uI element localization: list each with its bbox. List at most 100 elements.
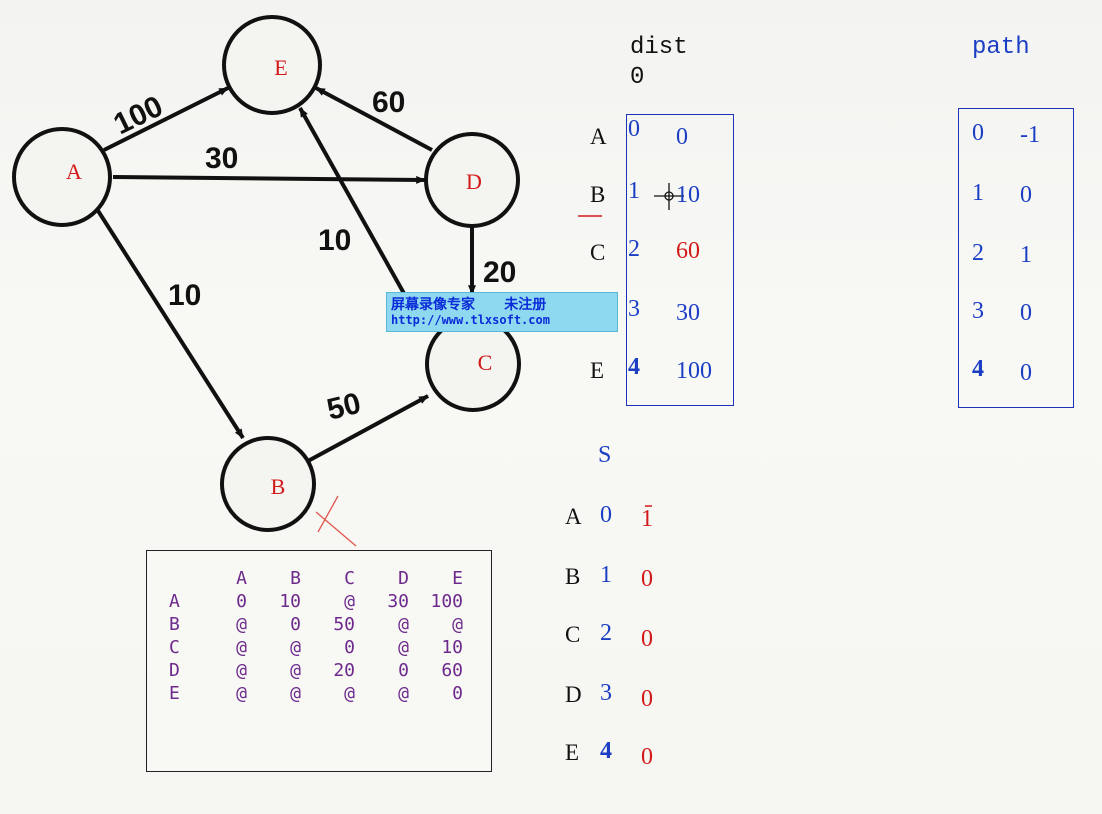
- s-row-label: A: [565, 504, 582, 529]
- s-index: 2: [600, 620, 612, 646]
- cursor-crosshair-icon: [654, 183, 684, 210]
- dist-index: 1: [628, 178, 640, 204]
- path-array-box: [958, 108, 1074, 408]
- edge-c-e: [298, 107, 422, 323]
- dist-value: 10: [676, 182, 700, 208]
- node-label-d: D: [466, 169, 482, 194]
- weight-b-c: 50: [324, 387, 364, 427]
- s-value: 0: [641, 744, 653, 770]
- dist-row-label: B: [590, 182, 606, 207]
- matrix-cell: 30: [387, 591, 409, 612]
- dist-array-box: [626, 114, 734, 406]
- matrix-cell: 20: [333, 660, 355, 681]
- path-value: -1: [1020, 122, 1040, 148]
- matrix-col-header: D: [398, 568, 409, 589]
- path-value: 0: [1020, 300, 1032, 326]
- matrix-row-header: A: [169, 591, 180, 612]
- matrix-row-header: C: [169, 637, 180, 658]
- s-row-label: C: [565, 622, 581, 647]
- matrix-cell: @: [290, 660, 301, 681]
- path-value: 0: [1020, 360, 1032, 386]
- node-e: [222, 15, 322, 115]
- matrix-cell: @: [236, 660, 247, 681]
- matrix-cell: 0: [398, 660, 409, 681]
- s-value: 0: [641, 626, 653, 652]
- node-label-b: B: [271, 474, 286, 499]
- matrix-row-header: D: [169, 660, 180, 681]
- matrix-col-header: E: [452, 568, 463, 589]
- dist-index: 2: [628, 236, 640, 262]
- matrix-cell: 0: [452, 683, 463, 704]
- path-value: 1: [1020, 242, 1032, 268]
- s-index: 3: [600, 680, 612, 706]
- matrix-cell: 0: [236, 591, 247, 612]
- matrix-cell: @: [398, 683, 409, 704]
- dist-index: 0: [628, 116, 640, 142]
- matrix-header-row: A B C D E: [169, 567, 463, 590]
- matrix-row: B @ 0 50 @ @: [169, 613, 463, 636]
- edge-d-e: [315, 86, 433, 152]
- s-title: S: [598, 442, 612, 468]
- matrix-col-header: B: [290, 568, 301, 589]
- edge-a-b: [93, 204, 245, 440]
- annotation-mark: [317, 495, 339, 533]
- node-b: [220, 436, 316, 532]
- path-title: path: [972, 34, 1030, 61]
- s-row-label: B: [565, 564, 581, 589]
- node-label-a: A: [66, 159, 82, 184]
- dist-subtitle: 0: [630, 64, 645, 91]
- s-value: 1: [641, 506, 653, 532]
- weight-c-e: 10: [318, 224, 351, 257]
- dist-index: 3: [628, 296, 640, 322]
- path-value: 0: [1020, 182, 1032, 208]
- matrix-cell: 10: [441, 637, 463, 658]
- matrix-row-header: E: [169, 683, 180, 704]
- matrix-row: A 0 10 @ 30 100: [169, 590, 463, 613]
- edge-a-e: [103, 86, 229, 152]
- path-index: 2: [972, 240, 984, 266]
- watermark-banner: 屏幕录像专家 未注册 http://www.tlxsoft.com: [386, 292, 618, 332]
- dist-index: 4: [628, 354, 640, 380]
- node-a: [12, 127, 112, 227]
- matrix-cell: @: [344, 683, 355, 704]
- matrix-cell: @: [236, 683, 247, 704]
- dist-title: dist: [630, 34, 688, 61]
- dist-row-label: A: [590, 124, 607, 149]
- path-index: 4: [972, 356, 984, 382]
- matrix-cell: @: [398, 614, 409, 635]
- matrix-row: D @ @ 20 0 60: [169, 659, 463, 682]
- weight-a-d: 30: [205, 142, 238, 175]
- matrix-cell: 0: [344, 637, 355, 658]
- weight-d-e: 60: [372, 86, 405, 119]
- s-index: 0: [600, 502, 612, 528]
- matrix-cell: 0: [290, 614, 301, 635]
- weight-a-b: 10: [168, 279, 201, 312]
- path-index: 1: [972, 180, 984, 206]
- dist-value: 30: [676, 300, 700, 326]
- matrix-cell: @: [290, 683, 301, 704]
- path-index: 3: [972, 298, 984, 324]
- watermark-title: 屏幕录像专家 未注册: [391, 297, 547, 313]
- dist-value: 0: [676, 124, 688, 150]
- s-row-label: E: [565, 740, 580, 765]
- adjacency-matrix-table: A B C D E A 0 10 @ 30 100 B @ 0 50 @ @ C…: [169, 567, 463, 705]
- weight-a-e: 100: [109, 90, 168, 142]
- edge-b-c: [307, 394, 429, 463]
- s-value: 0: [641, 566, 653, 592]
- matrix-cell: 50: [333, 614, 355, 635]
- edge-a-d: [112, 175, 426, 184]
- matrix-cell: @: [236, 637, 247, 658]
- matrix-col-header: C: [344, 568, 355, 589]
- matrix-row: C @ @ 0 @ 10: [169, 636, 463, 659]
- node-d: [424, 132, 520, 228]
- dist-value: 100: [676, 358, 712, 384]
- dist-row-label: E: [590, 358, 605, 383]
- matrix-cell: @: [344, 591, 355, 612]
- dist-row-label: C: [590, 240, 606, 265]
- s-value: 0: [641, 686, 653, 712]
- matrix-cell: 10: [279, 591, 301, 612]
- matrix-cell: 100: [430, 591, 463, 612]
- matrix-cell: @: [398, 637, 409, 658]
- annotation-mark: [315, 511, 357, 547]
